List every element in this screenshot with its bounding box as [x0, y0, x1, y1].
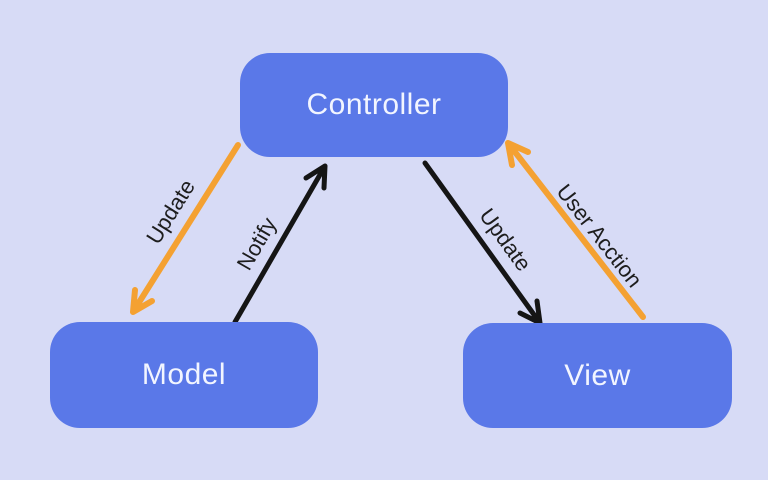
node-controller-label: Controller	[306, 88, 442, 121]
arrow-controller-to-model-icon	[130, 142, 241, 315]
arrow-model-to-controller-icon	[232, 163, 328, 325]
node-view-label: View	[564, 358, 631, 392]
arrow-view-to-controller-icon	[505, 140, 646, 320]
node-model-label: Model	[141, 358, 227, 391]
node-controller: Controller	[240, 53, 508, 157]
node-view: View	[463, 323, 732, 428]
node-model: Model	[50, 322, 318, 428]
